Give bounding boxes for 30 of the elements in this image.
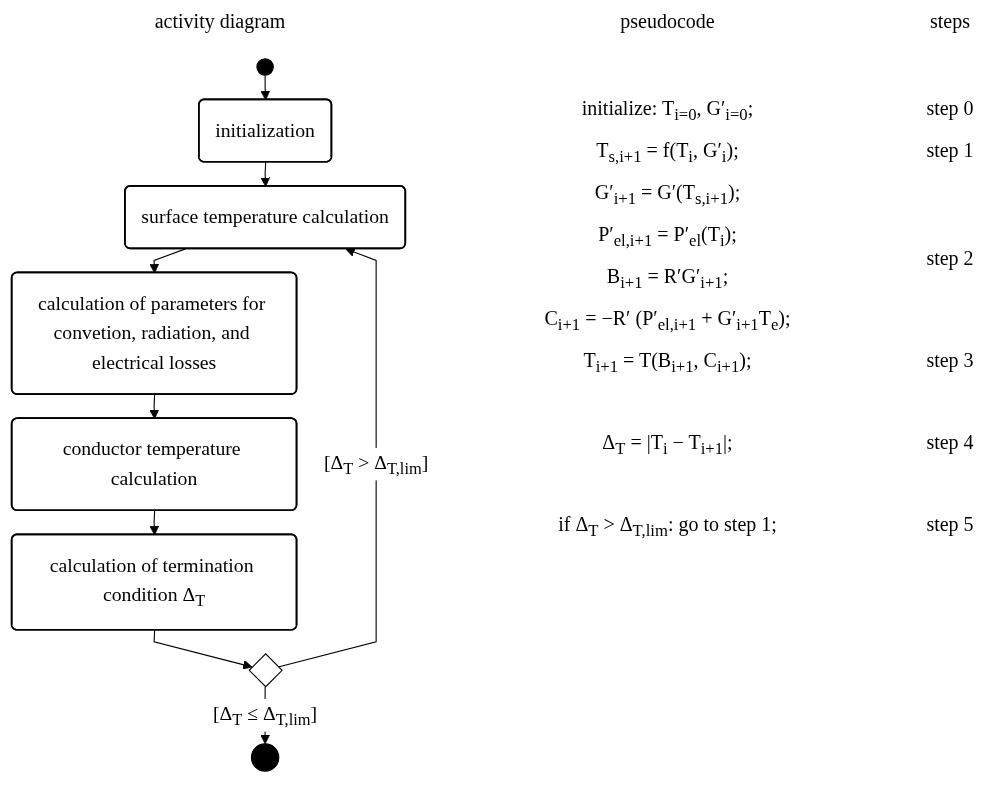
step-label: step 4 (925, 431, 975, 456)
arrow (149, 394, 160, 420)
pseudocode-line: initialize: T$_{i=0}$, G′$_{i=0}$; (580, 97, 755, 125)
pseudocode-line: T$_{i+1}$ = T(B$_{i+1}$, C$_{i+1}$); (582, 349, 753, 377)
pseudocode-line: B$_{i+1}$ = R′G′$_{i+1}$; (605, 265, 730, 293)
column-heading: activity diagram (154, 10, 286, 35)
pseudocode-line: P′$_{el,i+1}$ = P′$_{el}$(T$_{i}$); (597, 223, 738, 251)
node-circle (256, 58, 274, 76)
step-label: step 5 (925, 513, 975, 538)
arrow (149, 510, 160, 536)
edge-label: [Δ$_{T}$ > Δ$_{T,lim}$] (323, 451, 429, 477)
step-label: step 3 (925, 349, 975, 374)
arrow (153, 629, 253, 670)
step-label: step 1 (925, 139, 975, 164)
arrow (277, 247, 377, 668)
arrow (260, 74, 271, 101)
pseudocode-line: if Δ$_{T}$ > Δ$_{T,lim}$: go to step 1; (557, 513, 778, 541)
step-label: step 2 (925, 246, 975, 270)
step-label: step 0 (925, 97, 975, 122)
node-circle (250, 743, 280, 772)
column-heading: pseudocode (619, 10, 716, 33)
pseudocode-line: C$_{i+1}$ = −R′ (P′$_{el,i+1}$ + G′$_{i+1}$T$_{e}$); (543, 307, 792, 335)
edge-label: [Δ$_{T}$ ≤ Δ$_{T,lim}$] (213, 702, 318, 728)
pseudocode-line: G′$_{i+1}$ = G′(T$_{s,i+1}$); (593, 181, 742, 209)
arrow (260, 161, 271, 187)
node-diamond (248, 653, 283, 688)
pseudocode-line: Δ$_{T}$ = |T$_{i}$ − T$_{i+1}$|; (601, 431, 734, 459)
column-heading: steps (929, 10, 971, 33)
arrow (149, 248, 187, 274)
pseudocode-line: T$_{s,i+1}$ = f(T$_{i}$, G′$_{i}$); (595, 139, 740, 167)
